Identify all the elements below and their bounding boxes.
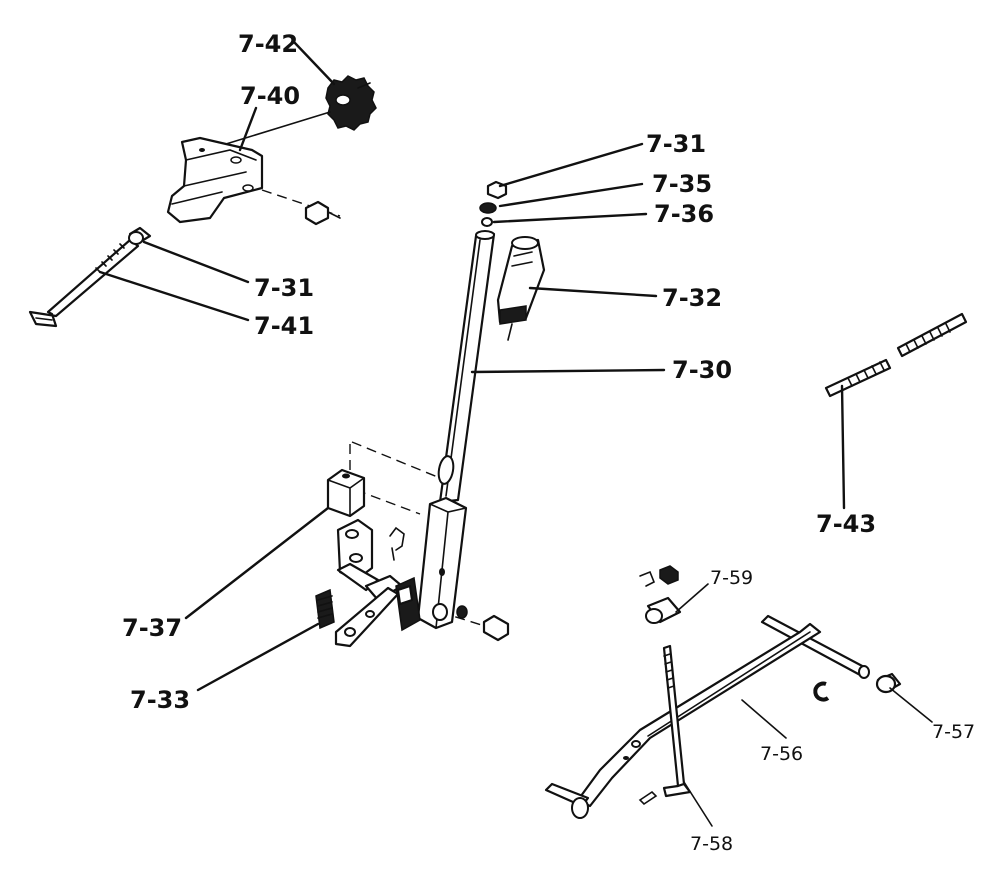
label-7-36: 7-36 xyxy=(654,200,714,228)
label-7-31-left: 7-31 xyxy=(254,274,314,302)
bracket-bolt xyxy=(304,200,341,226)
leader-7-32 xyxy=(528,286,658,298)
rod-7-43 xyxy=(824,312,968,398)
label-7-56: 7-56 xyxy=(760,743,803,765)
label-7-32: 7-32 xyxy=(662,284,722,312)
leader-7-56 xyxy=(741,699,787,739)
pivot-arm xyxy=(336,518,404,602)
rod-7-58 xyxy=(662,644,692,798)
label-7-42: 7-42 xyxy=(238,30,298,58)
pin-7-58 xyxy=(638,790,658,806)
leader-7-31-left xyxy=(142,240,250,284)
bolt-lower xyxy=(456,605,510,642)
link-plate xyxy=(334,586,400,648)
leader-7-31-top xyxy=(498,142,644,188)
lever-7-30 xyxy=(437,230,496,504)
label-7-59: 7-59 xyxy=(710,567,753,589)
axle-7-56 xyxy=(544,614,870,819)
leader-7-41 xyxy=(98,270,250,322)
knob-stud xyxy=(357,82,371,89)
leader-7-42 xyxy=(292,40,336,86)
label-7-37: 7-37 xyxy=(122,614,182,642)
label-7-30: 7-30 xyxy=(672,356,732,384)
ferrule-7-31-left xyxy=(128,226,152,245)
axis-dash-3 xyxy=(355,489,421,515)
label-7-58: 7-58 xyxy=(690,833,733,855)
leader-7-30 xyxy=(470,368,666,374)
cotter-pin xyxy=(389,526,405,561)
label-7-31-top: 7-31 xyxy=(646,130,706,158)
bushing-7-57 xyxy=(875,672,902,694)
leader-7-58 xyxy=(683,781,713,827)
spacer-7-36 xyxy=(481,217,493,227)
spring-7-33 xyxy=(315,588,335,630)
leader-7-59 xyxy=(675,583,709,613)
axis-dash-2 xyxy=(351,441,441,479)
grip-7-32 xyxy=(496,236,546,341)
leader-7-36 xyxy=(492,212,648,224)
leader-7-57 xyxy=(889,687,933,723)
leader-7-43 xyxy=(840,384,846,510)
leader-7-40 xyxy=(238,106,258,152)
label-7-41: 7-41 xyxy=(254,312,314,340)
label-7-57: 7-57 xyxy=(932,721,975,743)
leader-7-35 xyxy=(498,182,644,208)
washer-7-35 xyxy=(479,202,497,214)
block-7-37 xyxy=(326,468,366,518)
bracket-7-40 xyxy=(166,136,264,224)
swivel-7-59 xyxy=(639,565,682,624)
label-7-43: 7-43 xyxy=(816,510,876,538)
knob-7-42 xyxy=(325,75,377,131)
socket-housing xyxy=(416,496,468,630)
rod-7-41 xyxy=(28,238,140,328)
leader-7-37 xyxy=(184,506,330,620)
clip-block xyxy=(395,576,421,632)
c-clip xyxy=(813,681,830,702)
label-7-40: 7-40 xyxy=(240,82,300,110)
label-7-33: 7-33 xyxy=(130,686,190,714)
leader-7-33 xyxy=(196,622,320,692)
label-7-35: 7-35 xyxy=(652,170,712,198)
